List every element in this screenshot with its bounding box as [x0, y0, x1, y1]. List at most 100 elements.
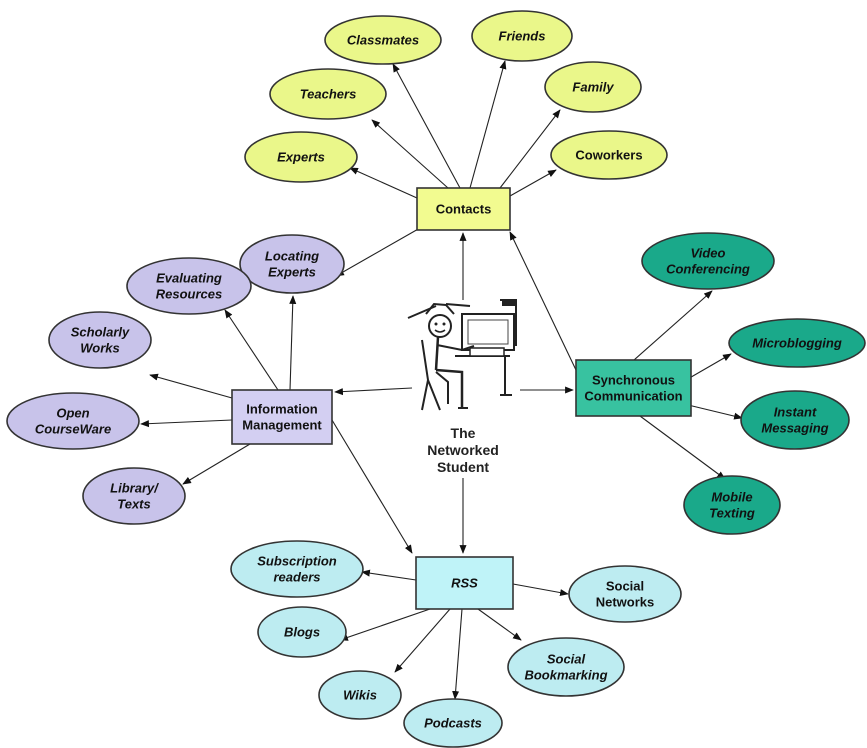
node-label: Resources — [156, 287, 222, 302]
center-label-line: Networked — [427, 442, 499, 458]
connector-arrow — [289, 295, 297, 391]
connector-arrow — [633, 290, 713, 361]
node-ellipse — [728, 318, 866, 368]
connector-arrow — [683, 403, 743, 420]
node-label: Wikis — [343, 688, 377, 703]
node-ellipse — [740, 390, 850, 450]
node-label: Experts — [277, 150, 325, 165]
connector-arrows — [140, 60, 743, 700]
node-ellipse — [230, 540, 364, 598]
node-label: Teachers — [300, 87, 357, 102]
node-ellipse — [257, 606, 347, 658]
node-ellipse — [471, 10, 573, 62]
node-ellipse — [244, 131, 358, 183]
center-label-line: The — [451, 425, 476, 441]
node-label: Scholarly — [71, 325, 130, 340]
node-ellipse — [239, 234, 345, 294]
hub-box — [575, 359, 692, 417]
node-label: Bookmarking — [524, 668, 607, 683]
connector-arrow — [339, 608, 431, 641]
node-ellipse — [82, 467, 186, 525]
connector-arrow — [349, 167, 418, 199]
connector-arrow — [182, 443, 251, 485]
node-label: Social — [547, 652, 586, 667]
node-label: Open — [56, 406, 89, 421]
connector-arrow — [469, 60, 507, 189]
node-label: Communication — [584, 389, 682, 404]
connector-arrow — [361, 569, 417, 581]
node-ellipse — [126, 257, 252, 315]
node-label: Blogs — [284, 625, 320, 640]
connector-arrow — [371, 119, 449, 189]
center-label-line: Student — [437, 459, 489, 475]
node-label: Coworkers — [575, 148, 642, 163]
node-label: Library/ — [110, 481, 159, 496]
node-library-texts: Library/Texts — [82, 467, 186, 525]
node-label: Networks — [596, 595, 655, 610]
node-label: Synchronous — [592, 373, 675, 388]
hub-box — [415, 556, 514, 610]
node-friends: Friends — [471, 10, 573, 62]
node-label: Microblogging — [752, 336, 842, 351]
hub-rss: RSS — [415, 556, 514, 610]
connector-arrow — [149, 373, 233, 399]
node-label: Family — [572, 80, 614, 95]
node-podcasts: Podcasts — [403, 698, 503, 748]
connector-arrow — [509, 169, 557, 197]
node-label: readers — [274, 570, 321, 585]
node-ellipse — [683, 475, 781, 535]
connector-arrow — [512, 583, 569, 597]
node-label: Instant — [774, 405, 817, 420]
node-ellipse — [318, 670, 402, 720]
node-classmates: Classmates — [324, 15, 442, 65]
hub-box — [231, 389, 333, 445]
node-experts: Experts — [244, 131, 358, 183]
node-label: Podcasts — [424, 716, 482, 731]
node-coworkers: Coworkers — [550, 130, 668, 180]
node-ellipse — [550, 130, 668, 180]
connector-arrow — [331, 419, 413, 554]
node-wikis: Wikis — [318, 670, 402, 720]
node-blogs: Blogs — [257, 606, 347, 658]
node-ellipse — [403, 698, 503, 748]
connector-arrow — [685, 353, 732, 381]
connector-arrow — [335, 227, 421, 277]
connector-arrow — [499, 109, 561, 189]
node-label: Texts — [117, 497, 150, 512]
node-label: Information — [246, 402, 318, 417]
connector-arrow — [394, 608, 451, 673]
hub-contacts: Contacts — [416, 187, 511, 231]
node-ellipse — [48, 311, 152, 369]
node-family: Family — [544, 61, 642, 113]
node-label: Mobile — [711, 490, 752, 505]
connector-arrow — [392, 63, 461, 189]
node-ellipse — [269, 68, 387, 120]
connector-arrow — [224, 309, 279, 391]
node-microblogging: Microblogging — [728, 318, 866, 368]
node-label: Evaluating — [156, 271, 222, 286]
node-label: Locating — [265, 249, 319, 264]
node-ellipse — [641, 232, 775, 290]
node-teachers: Teachers — [269, 68, 387, 120]
connector-arrow — [477, 608, 522, 641]
node-label: CourseWare — [35, 422, 111, 437]
node-ellipse — [568, 565, 682, 623]
node-ellipse — [544, 61, 642, 113]
node-label: Works — [80, 341, 120, 356]
node-label: Subscription — [257, 554, 337, 569]
node-label: Experts — [268, 265, 316, 280]
node-label: Video — [691, 246, 726, 261]
connector-arrow — [140, 419, 233, 428]
